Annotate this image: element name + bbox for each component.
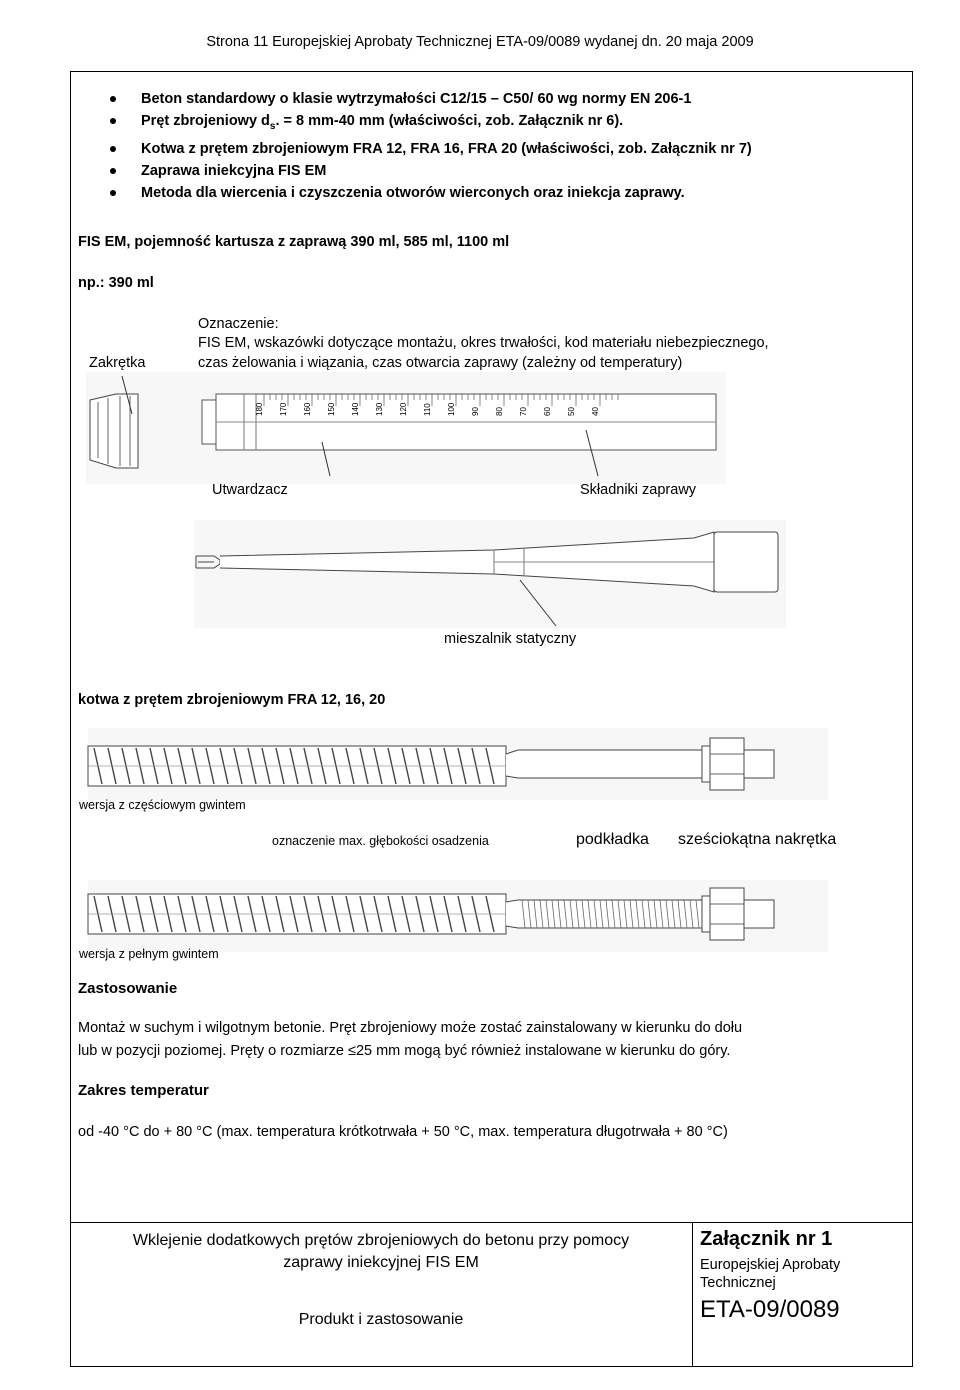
- marking-line-2: czas żelowania i wiązania, czas otwarcia…: [198, 355, 683, 371]
- list-item: Pręt zbrojeniowy ds. = 8 mm-40 mm (właśc…: [108, 110, 752, 138]
- scale-tick-label: 180: [255, 402, 264, 416]
- anchor-partial-thread-drawing: [87, 728, 828, 800]
- cap-shape: [89, 375, 139, 469]
- content-frame: [70, 71, 913, 1367]
- scale-tick-label: 150: [327, 402, 336, 416]
- scale-tick-label: 60: [543, 407, 552, 416]
- thread-line: [677, 899, 682, 929]
- thread-line: [605, 899, 610, 929]
- marking-line-1: FIS EM, wskazówki dotyczące montażu, okr…: [198, 335, 769, 351]
- nut-label: sześciokątna nakrętka: [678, 831, 837, 848]
- scale-tick-label: 50: [567, 407, 576, 416]
- scale-tick-label: 160: [303, 402, 312, 416]
- scale-ticks: 180 170 160 150 140 130 120 110 100 90 80 70 60 50 40: [255, 394, 619, 416]
- scale-tick-label: 140: [351, 402, 360, 416]
- thread-line: [587, 899, 592, 929]
- scale-tick-label: 90: [471, 407, 480, 416]
- scale-tick-label: 130: [375, 402, 384, 416]
- thread-line: [539, 899, 544, 929]
- footer-subtitle: Produkt i zastosowanie: [298, 1311, 464, 1328]
- thread-line: [665, 899, 670, 929]
- thread-line: [659, 899, 664, 929]
- footer-column-divider: [692, 1222, 693, 1367]
- washer-label: podkładka: [576, 831, 649, 848]
- full-thread-label: wersja z pełnym gwintem: [79, 947, 219, 961]
- cartridge-body: [201, 393, 717, 477]
- scale-tick-label: 80: [495, 407, 504, 416]
- list-item: Metoda dla wiercenia i czyszczenia otwor…: [108, 182, 752, 204]
- rebar-ribs: [88, 895, 506, 933]
- depth-mark-label: oznaczenie max. głębokości osadzenia: [272, 834, 489, 848]
- thread-line: [647, 899, 652, 929]
- footer-title: Wklejenie dodatkowych prętów zbrojeniowy…: [132, 1232, 630, 1271]
- anchor-heading: kotwa z prętem zbrojeniowym FRA 12, 16, …: [78, 692, 386, 708]
- thread-line: [689, 899, 694, 929]
- thread-line: [533, 899, 538, 929]
- thread-line: [641, 899, 646, 929]
- cartridge-example: np.: 390 ml: [78, 275, 154, 291]
- thread-line: [599, 899, 604, 929]
- thread-line: [653, 899, 658, 929]
- anchor-full-thread-drawing: [87, 880, 828, 952]
- list-item: Zaprawa iniekcyjna FIS EM: [108, 160, 752, 182]
- temperature-heading: Zakres temperatur: [78, 1082, 209, 1099]
- mixer-label: mieszalnik statyczny: [444, 631, 577, 647]
- marking-title: Oznaczenie:: [198, 316, 279, 332]
- thread-line: [671, 899, 676, 929]
- scale-tick-label: 170: [279, 402, 288, 416]
- thread-line: [521, 899, 526, 929]
- usage-heading: Zastosowanie: [78, 980, 178, 997]
- usage-line-1: Montaż w suchym i wilgotnym betonie. Prę…: [78, 1020, 743, 1036]
- eta-number: ETA-09/0089: [700, 1296, 840, 1323]
- hardener-label: Utwardzacz: [212, 482, 288, 498]
- scale-tick-label: 120: [399, 402, 408, 416]
- mixer-drawing: [194, 520, 786, 628]
- thread-line: [611, 899, 616, 929]
- scale-tick-label: 110: [423, 403, 432, 416]
- thread-line: [617, 899, 622, 929]
- temperature-text: od -40 °C do + 80 °C (max. temperatura k…: [78, 1124, 728, 1140]
- scale-tick-label: 70: [519, 407, 528, 416]
- partial-thread-label: wersja z częściowym gwintem: [79, 798, 246, 812]
- thread-line: [623, 899, 628, 929]
- page-header: Strona 11 Europejskiej Aprobaty Technicz…: [206, 34, 754, 50]
- rebar-ribs: [88, 747, 506, 785]
- scale-tick-label: 40: [591, 407, 600, 416]
- annex-number: Załącznik nr 1: [700, 1228, 833, 1250]
- list-item: Beton standardowy o klasie wytrzymałości…: [108, 88, 752, 110]
- thread-line: [557, 899, 562, 929]
- thread-line: [629, 899, 634, 929]
- thread-line: [551, 899, 556, 929]
- components-label: Składniki zaprawy: [580, 482, 697, 498]
- cartridge-heading: FIS EM, pojemność kartusza z zaprawą 390…: [78, 234, 510, 250]
- thread-line: [545, 899, 550, 929]
- thread-lines: [521, 899, 700, 929]
- requirements-list: Beton standardowy o klasie wytrzymałości…: [108, 88, 752, 204]
- cartridge-drawing: 180 170 160 150 140 130 120 110 100 90 80 70 60 50 40: [86, 372, 726, 484]
- thread-line: [527, 899, 532, 929]
- thread-line: [569, 899, 574, 929]
- usage-line-2: lub w pozycji poziomej. Pręty o rozmiarz…: [78, 1043, 731, 1059]
- thread-line: [635, 899, 640, 929]
- thread-line: [593, 899, 598, 929]
- scale-tick-label: 100: [447, 402, 456, 416]
- thread-line: [695, 899, 700, 929]
- cap-label: Zakrętka: [89, 355, 146, 371]
- thread-line: [581, 899, 586, 929]
- footer-divider: [70, 1222, 913, 1223]
- thread-line: [563, 899, 568, 929]
- list-item: Kotwa z prętem zbrojeniowym FRA 12, FRA …: [108, 138, 752, 160]
- thread-line: [683, 899, 688, 929]
- thread-line: [575, 899, 580, 929]
- approval-name: Europejskiej Aprobaty Technicznej: [700, 1257, 841, 1291]
